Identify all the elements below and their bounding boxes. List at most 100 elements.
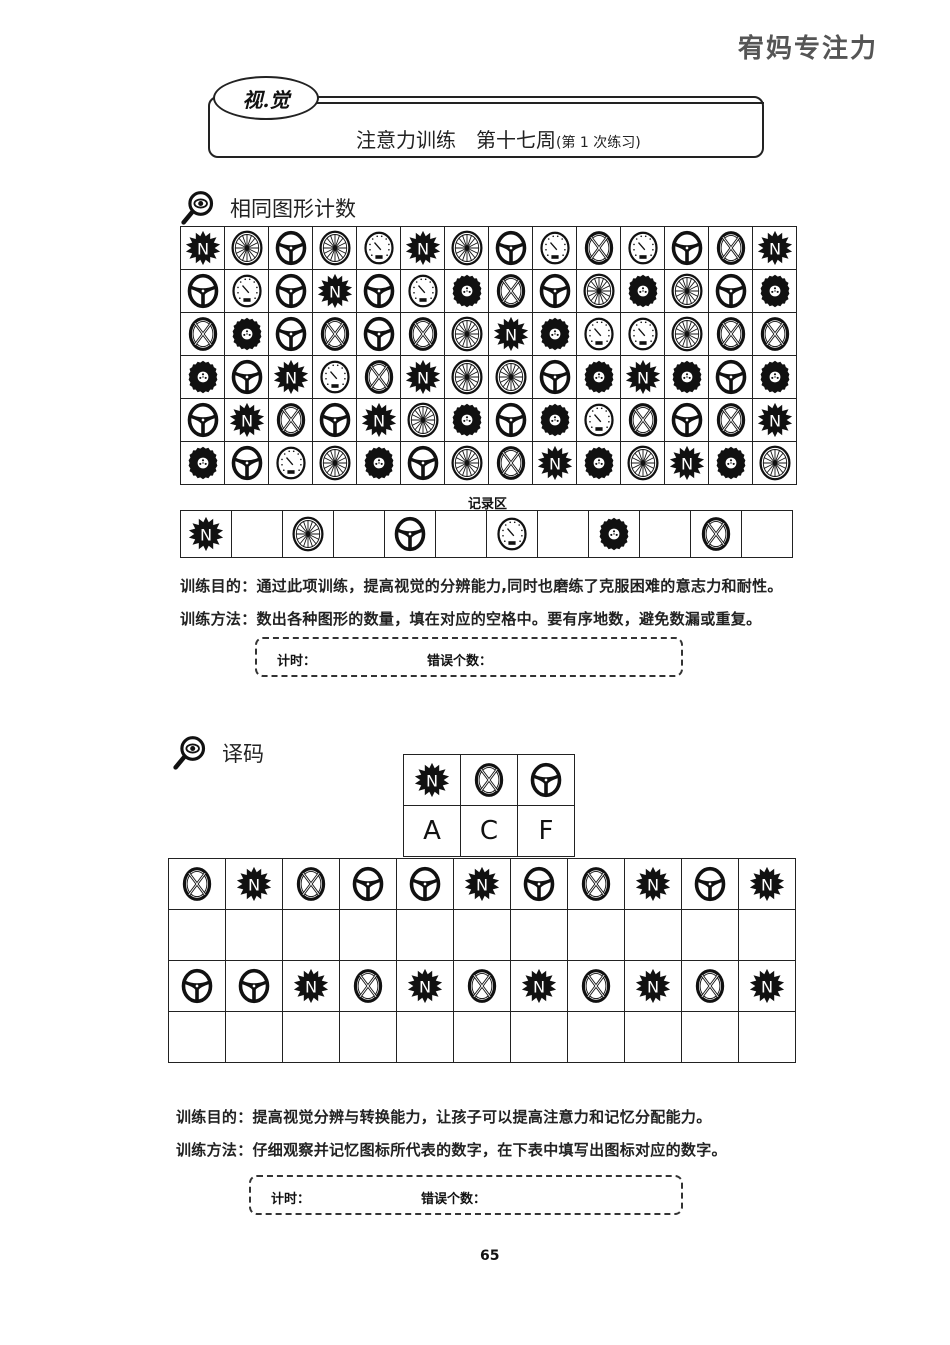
grid-cell (224, 355, 269, 399)
sun-badge-n-icon (361, 402, 397, 438)
count-input-cell[interactable] (741, 510, 793, 558)
grid-cell (400, 226, 445, 270)
crossed-wheel-icon (713, 402, 749, 438)
grid-cell (624, 960, 682, 1012)
crossed-wheel-icon (698, 516, 734, 552)
speedometer-gauge-icon (494, 516, 530, 552)
grid-cell (532, 226, 577, 270)
steering-wheel-icon (713, 273, 749, 309)
tire-icon (361, 445, 397, 481)
answer-input-cell[interactable] (681, 909, 739, 961)
answer-input-cell[interactable] (396, 909, 454, 961)
grid-cell (180, 312, 225, 356)
grid-cell (752, 312, 797, 356)
grid-cell (576, 355, 621, 399)
section1-purpose: 训练目的：通过此项训练，提高视觉的分辨能力,同时也磨练了克服困难的意志力和耐性。 (180, 577, 783, 595)
count-input-cell[interactable] (333, 510, 385, 558)
answer-input-cell[interactable] (225, 1011, 283, 1063)
grid-cell (282, 858, 340, 910)
grid-cell (510, 960, 568, 1012)
answer-input-cell[interactable] (168, 1011, 226, 1063)
grid-cell (664, 312, 709, 356)
count-input-cell[interactable] (231, 510, 283, 558)
answer-input-cell[interactable] (225, 909, 283, 961)
answer-input-cell[interactable] (624, 1011, 682, 1063)
spoked-wheel-icon (405, 402, 441, 438)
answer-input-cell[interactable] (453, 909, 511, 961)
grid-cell (708, 441, 753, 485)
grid-cell (453, 960, 511, 1012)
grid-cell (752, 355, 797, 399)
grid-cell (268, 312, 313, 356)
steering-wheel-icon (493, 402, 529, 438)
spoked-wheel-icon (757, 445, 793, 481)
answer-input-cell[interactable] (339, 909, 397, 961)
sun-badge-n-icon (757, 402, 793, 438)
grid-cell (576, 398, 621, 442)
answer-input-cell[interactable] (168, 909, 226, 961)
tire-icon (757, 359, 793, 395)
count-input-cell[interactable] (435, 510, 487, 558)
count-input-cell[interactable] (639, 510, 691, 558)
sun-badge-n-icon (749, 968, 785, 1004)
grid-cell (312, 355, 357, 399)
speedometer-gauge-icon (229, 273, 265, 309)
answer-input-cell[interactable] (681, 1011, 739, 1063)
answer-input-cell[interactable] (624, 909, 682, 961)
spoked-wheel-icon (449, 445, 485, 481)
key-code: C (460, 805, 518, 857)
steering-wheel-icon (350, 866, 386, 902)
answer-input-cell[interactable] (453, 1011, 511, 1063)
grid-cell (576, 226, 621, 270)
grid-cell (312, 441, 357, 485)
grid-cell (752, 441, 797, 485)
grid-cell (356, 441, 401, 485)
answer-input-cell[interactable] (396, 1011, 454, 1063)
grid-cell (567, 960, 625, 1012)
sun-badge-n-icon (273, 359, 309, 395)
steering-wheel-icon (713, 359, 749, 395)
grid-cell (444, 269, 489, 313)
section2-timer-box: 计时： 错误个数： (249, 1175, 683, 1215)
answer-input-cell[interactable] (339, 1011, 397, 1063)
steering-wheel-icon (537, 273, 573, 309)
steering-wheel-icon (361, 273, 397, 309)
grid-cell (738, 960, 796, 1012)
grid-cell (664, 269, 709, 313)
grid-cell (400, 441, 445, 485)
count-input-cell[interactable] (537, 510, 589, 558)
title-main: 注意力训练 第十七周 (356, 128, 556, 152)
answer-input-cell[interactable] (738, 909, 796, 961)
grid-cell (180, 441, 225, 485)
answer-input-cell[interactable] (567, 909, 625, 961)
page-title: 注意力训练 第十七周(第 1 次练习) (356, 124, 641, 153)
grid-cell (664, 398, 709, 442)
sun-badge-n-icon (669, 445, 705, 481)
grid-row (180, 441, 797, 485)
grid-row (180, 226, 797, 270)
grid-cell (664, 441, 709, 485)
answer-input-cell[interactable] (510, 909, 568, 961)
answer-input-cell[interactable] (567, 1011, 625, 1063)
sun-badge-n-icon (317, 273, 353, 309)
grid-cell (488, 312, 533, 356)
grid-cell (532, 312, 577, 356)
tire-icon (581, 445, 617, 481)
tire-icon (713, 445, 749, 481)
answer-input-cell[interactable] (282, 1011, 340, 1063)
grid-cell (400, 312, 445, 356)
crossed-wheel-icon (185, 316, 221, 352)
spoked-wheel-icon (669, 316, 705, 352)
watermark: 宥妈专注力 (738, 34, 879, 64)
answer-input-cell[interactable] (510, 1011, 568, 1063)
grid-cell (486, 510, 538, 558)
magnifier-eye-icon (180, 190, 216, 226)
answer-input-cell[interactable] (738, 1011, 796, 1063)
spoked-wheel-icon (449, 359, 485, 395)
grid-cell (576, 312, 621, 356)
grid-cell (268, 269, 313, 313)
answer-input-cell[interactable] (282, 909, 340, 961)
steering-wheel-icon (521, 866, 557, 902)
grid-cell (180, 510, 232, 558)
grid-cell (620, 226, 665, 270)
